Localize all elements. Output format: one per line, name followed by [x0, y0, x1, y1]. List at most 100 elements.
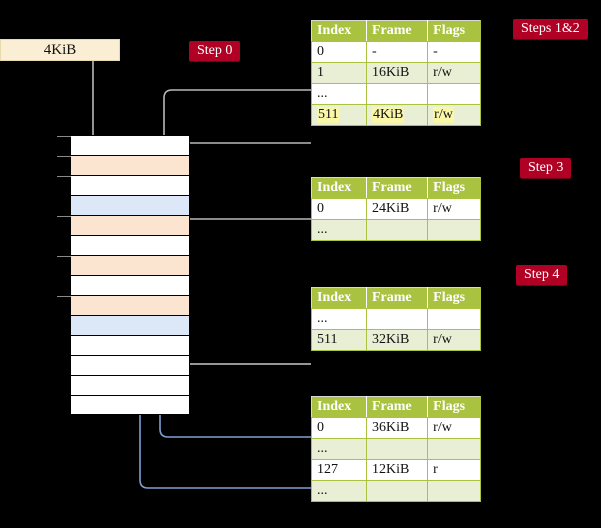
memory-cell-11 — [70, 355, 190, 375]
cell-flags — [427, 480, 481, 502]
cell-index: 127 — [311, 459, 367, 481]
memory-cell-12 — [70, 375, 190, 395]
cell-flags: r/w — [427, 329, 481, 351]
cell-index: 0 — [311, 417, 367, 439]
cell-flags — [427, 438, 481, 460]
highlighted-value: r/w — [433, 107, 454, 123]
cell-flags — [427, 83, 481, 105]
badge-step-0: Step 0 — [189, 41, 241, 62]
cell-frame: 24KiB — [365, 198, 429, 220]
cell-index: ... — [311, 480, 367, 502]
memory-cell-4 — [57, 215, 190, 235]
column-header-index: Index — [311, 287, 367, 309]
cell-frame — [365, 480, 429, 502]
memory-cell-1 — [57, 155, 190, 175]
badge-steps-1-2: Steps 1&2 — [513, 19, 588, 40]
memory-cell-tick-2 — [57, 176, 71, 177]
column-header-frame: Frame — [366, 396, 429, 418]
column-header-frame: Frame — [366, 20, 429, 42]
memory-column — [57, 135, 190, 415]
table-row: ... — [311, 438, 481, 460]
cell-frame — [365, 438, 429, 460]
cell-frame — [365, 308, 429, 330]
highlighted-value: 4KiB — [372, 107, 405, 123]
wire-tbl1row0-to-mem6 — [173, 218, 311, 259]
cell-flags: r/w — [427, 417, 481, 439]
table-row: ... — [311, 308, 481, 330]
cell-index: ... — [311, 438, 367, 460]
cell-frame: 16KiB — [365, 62, 429, 84]
cell-index: ... — [311, 308, 367, 330]
cell-index: 0 — [311, 41, 367, 63]
memory-cell-9 — [70, 315, 190, 335]
memory-cell-tick-0 — [57, 136, 71, 137]
column-header-flags: Flags — [427, 177, 481, 199]
cell-flags — [427, 308, 481, 330]
source-frame-label: 4KiB — [43, 41, 77, 58]
source-frame-box: 4KiB — [0, 39, 120, 61]
table-row: ... — [311, 480, 481, 502]
cell-flags: r/w — [427, 104, 481, 126]
cell-flags: r/w — [427, 198, 481, 220]
wire-tbl0row1-to-mem4 — [163, 89, 311, 258]
column-header-frame: Frame — [366, 287, 429, 309]
wire-tbl3row0-to-mem9 — [159, 322, 311, 438]
memory-cell-tick-6 — [57, 256, 71, 257]
cell-index: 511 — [311, 329, 367, 351]
memory-cell-6 — [57, 255, 190, 275]
column-header-flags: Flags — [427, 20, 481, 42]
memory-cell-5 — [70, 235, 190, 255]
column-header-flags: Flags — [427, 287, 481, 309]
cell-frame: 4KiB — [365, 104, 429, 126]
memory-cell-7 — [70, 275, 190, 295]
table-row: 0-- — [311, 41, 481, 63]
memory-cell-tick-8 — [57, 296, 71, 297]
cell-frame: - — [365, 41, 429, 63]
highlighted-value: 511 — [317, 107, 340, 123]
cell-flags: - — [427, 41, 481, 63]
wire-tbl2row511-to-mem8 — [173, 300, 311, 365]
cell-flags: r/w — [427, 62, 481, 84]
cell-flags: r — [427, 459, 481, 481]
memory-cell-tick-1 — [57, 156, 71, 157]
column-header-flags: Flags — [427, 396, 481, 418]
column-header-index: Index — [311, 396, 367, 418]
memory-cell-8 — [57, 295, 190, 315]
memory-cell-13 — [70, 395, 190, 415]
memory-cell-tick-4 — [57, 216, 71, 217]
column-header-index: Index — [311, 177, 367, 199]
wire-tbl3row127-to-mem3 — [139, 205, 311, 489]
memory-cell-0 — [57, 135, 190, 155]
cell-frame: 12KiB — [365, 459, 429, 481]
memory-cell-2 — [57, 175, 190, 195]
table-row: ... — [311, 83, 481, 105]
cell-frame — [365, 83, 429, 105]
cell-index: ... — [311, 83, 367, 105]
column-header-frame: Frame — [366, 177, 429, 199]
cell-index: 0 — [311, 198, 367, 220]
badge-step-4: Step 4 — [516, 265, 568, 286]
badge-step-3: Step 3 — [520, 158, 572, 179]
cell-index: 511 — [311, 104, 367, 126]
column-header-index: Index — [311, 20, 367, 42]
cell-index: ... — [311, 219, 367, 241]
cell-frame — [365, 219, 429, 241]
table-row: 511 4KiB r/w — [311, 104, 481, 126]
cell-frame: 36KiB — [365, 417, 429, 439]
cell-index: 1 — [311, 62, 367, 84]
cell-frame: 32KiB — [365, 329, 429, 351]
cell-flags — [427, 219, 481, 241]
